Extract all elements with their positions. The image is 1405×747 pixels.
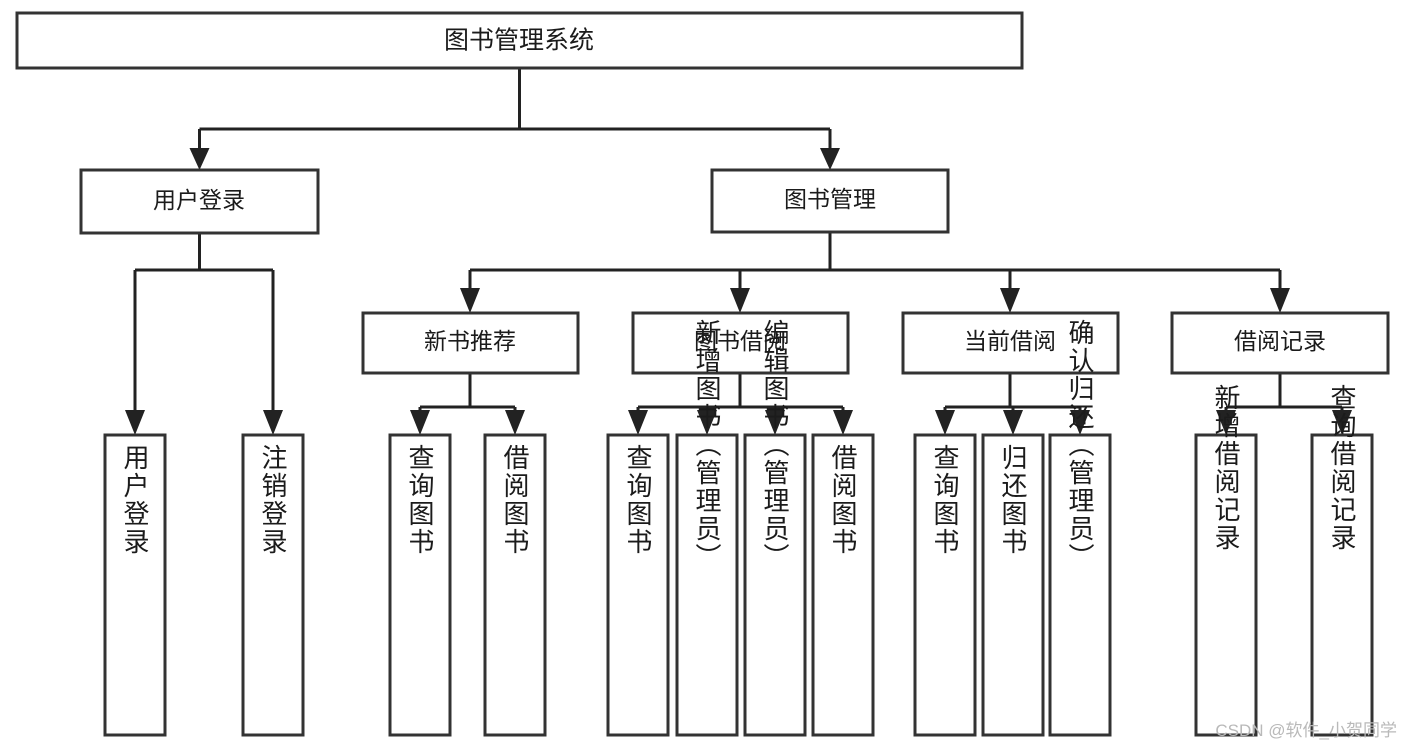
- leaf-bb-query-book-label: 查询图书: [623, 444, 653, 556]
- leaf-cb-confirm-return-label: 确认归还（管理员）: [1065, 319, 1095, 571]
- borrow-record-label: 借阅记录: [1234, 328, 1326, 354]
- arrowhead-bb-leaf-1: [628, 410, 648, 435]
- leaf-br-query-record[interactable]: 查询借阅记录: [1310, 384, 1374, 737]
- leaf-nb-borrow-book-label: 借阅图书: [500, 444, 530, 556]
- leaf-br-query-record-box[interactable]: [1310, 433, 1374, 737]
- arrowhead-br-leaf-1: [1216, 410, 1236, 435]
- leaf-cb-query-book[interactable]: 查询图书: [913, 433, 977, 737]
- leaf-nb-query-book[interactable]: 查询图书: [388, 433, 452, 737]
- arrowhead-leaf-user-login: [125, 410, 145, 435]
- leaf-bb-add-book-box[interactable]: [675, 433, 739, 737]
- leaf-bb-edit-book[interactable]: 编辑图书（管理员）: [743, 319, 807, 737]
- leaf-bb-borrow-book-box[interactable]: [811, 433, 875, 737]
- arrowhead-br-leaf-2: [1332, 410, 1352, 435]
- node-book-management[interactable]: 图书管理: [710, 168, 950, 234]
- arrowhead-user-login: [189, 148, 210, 170]
- leaf-cb-confirm-return-box[interactable]: [1048, 433, 1112, 737]
- borrow-record-box[interactable]: [1170, 311, 1390, 375]
- leaf-bb-query-book[interactable]: 查询图书: [606, 433, 670, 737]
- leaf-bb-edit-book-label: 编辑图书（管理员）: [760, 319, 790, 571]
- leaf-br-add-record-label: 新增借阅记录: [1211, 384, 1241, 552]
- leaf-cb-return-book[interactable]: 归还图书: [981, 433, 1045, 737]
- node-book-borrow[interactable]: 图书借阅: [631, 311, 850, 375]
- arrowhead-current-borrow: [1000, 288, 1020, 313]
- book-management-label: 图书管理: [784, 186, 876, 212]
- leaf-nb-borrow-book[interactable]: 借阅图书: [483, 433, 547, 737]
- arrowhead-cb-leaf-2: [1003, 410, 1023, 435]
- node-root[interactable]: 图书管理系统: [15, 11, 1024, 70]
- node-new-book-recommend[interactable]: 新书推荐: [361, 311, 580, 375]
- leaf-logout-box[interactable]: [241, 433, 305, 737]
- arrowhead-nb-leaf-1: [410, 410, 430, 435]
- book-management-box[interactable]: [710, 168, 950, 234]
- leaf-br-query-record-label: 查询借阅记录: [1327, 384, 1357, 552]
- arrowhead-nb-leaf-2: [505, 410, 525, 435]
- leaf-bb-query-book-box[interactable]: [606, 433, 670, 737]
- connector-layer: [125, 68, 1352, 435]
- leaf-cb-query-book-label: 查询图书: [930, 444, 960, 556]
- arrowhead-borrow-record: [1270, 288, 1290, 313]
- leaf-cb-return-book-label: 归还图书: [998, 444, 1028, 556]
- leaf-cb-return-book-box[interactable]: [981, 433, 1045, 737]
- arrowhead-borrow-book: [730, 288, 750, 313]
- leaf-br-add-record[interactable]: 新增借阅记录: [1194, 384, 1258, 737]
- leaf-nb-borrow-book-box[interactable]: [483, 433, 547, 737]
- leaf-bb-borrow-book-label: 借阅图书: [828, 444, 858, 556]
- leaf-nb-query-book-label: 查询图书: [405, 444, 435, 556]
- arrowhead-book-mgmt: [820, 148, 840, 170]
- book-borrow-box[interactable]: [631, 311, 850, 375]
- user-login-box[interactable]: [79, 168, 320, 235]
- leaf-logout[interactable]: 注销登录: [241, 433, 305, 737]
- leaf-nb-query-book-box[interactable]: [388, 433, 452, 737]
- node-current-borrow[interactable]: 当前借阅: [901, 311, 1120, 375]
- leaf-logout-label: 注销登录: [258, 444, 288, 556]
- new-book-recommend-box[interactable]: [361, 311, 580, 375]
- current-borrow-box[interactable]: [901, 311, 1120, 375]
- arrowhead-bb-leaf-4: [833, 410, 853, 435]
- arrowhead-bb-leaf-2: [697, 410, 717, 435]
- leaf-bb-add-book[interactable]: 新增图书（管理员）: [675, 319, 739, 737]
- leaf-bb-borrow-book[interactable]: 借阅图书: [811, 433, 875, 737]
- leaf-cb-query-book-box[interactable]: [913, 433, 977, 737]
- arrowhead-leaf-logout: [263, 410, 283, 435]
- node-user-login[interactable]: 用户登录: [79, 168, 320, 235]
- leaf-bb-edit-book-box[interactable]: [743, 433, 807, 737]
- current-borrow-label: 当前借阅: [964, 328, 1056, 354]
- new-book-recommend-label: 新书推荐: [424, 328, 516, 354]
- root-box[interactable]: [15, 11, 1024, 70]
- leaf-user-login-box[interactable]: [103, 433, 167, 737]
- arrowhead-bb-leaf-3: [765, 410, 785, 435]
- arrowhead-cb-leaf-1: [935, 410, 955, 435]
- leaf-bb-add-book-label: 新增图书（管理员）: [692, 319, 722, 571]
- arrowhead-new-book: [460, 288, 480, 313]
- leaf-br-add-record-box[interactable]: [1194, 433, 1258, 737]
- node-borrow-record[interactable]: 借阅记录: [1170, 311, 1390, 375]
- arrowhead-cb-leaf-3: [1070, 410, 1090, 435]
- leaf-user-login[interactable]: 用户登录: [103, 433, 167, 737]
- leaf-cb-confirm-return[interactable]: 确认归还（管理员）: [1048, 319, 1112, 737]
- user-login-label: 用户登录: [153, 187, 245, 213]
- book-borrow-label: 图书借阅: [694, 328, 786, 354]
- leaf-user-login-label: 用户登录: [120, 444, 150, 556]
- root-label: 图书管理系统: [444, 27, 594, 55]
